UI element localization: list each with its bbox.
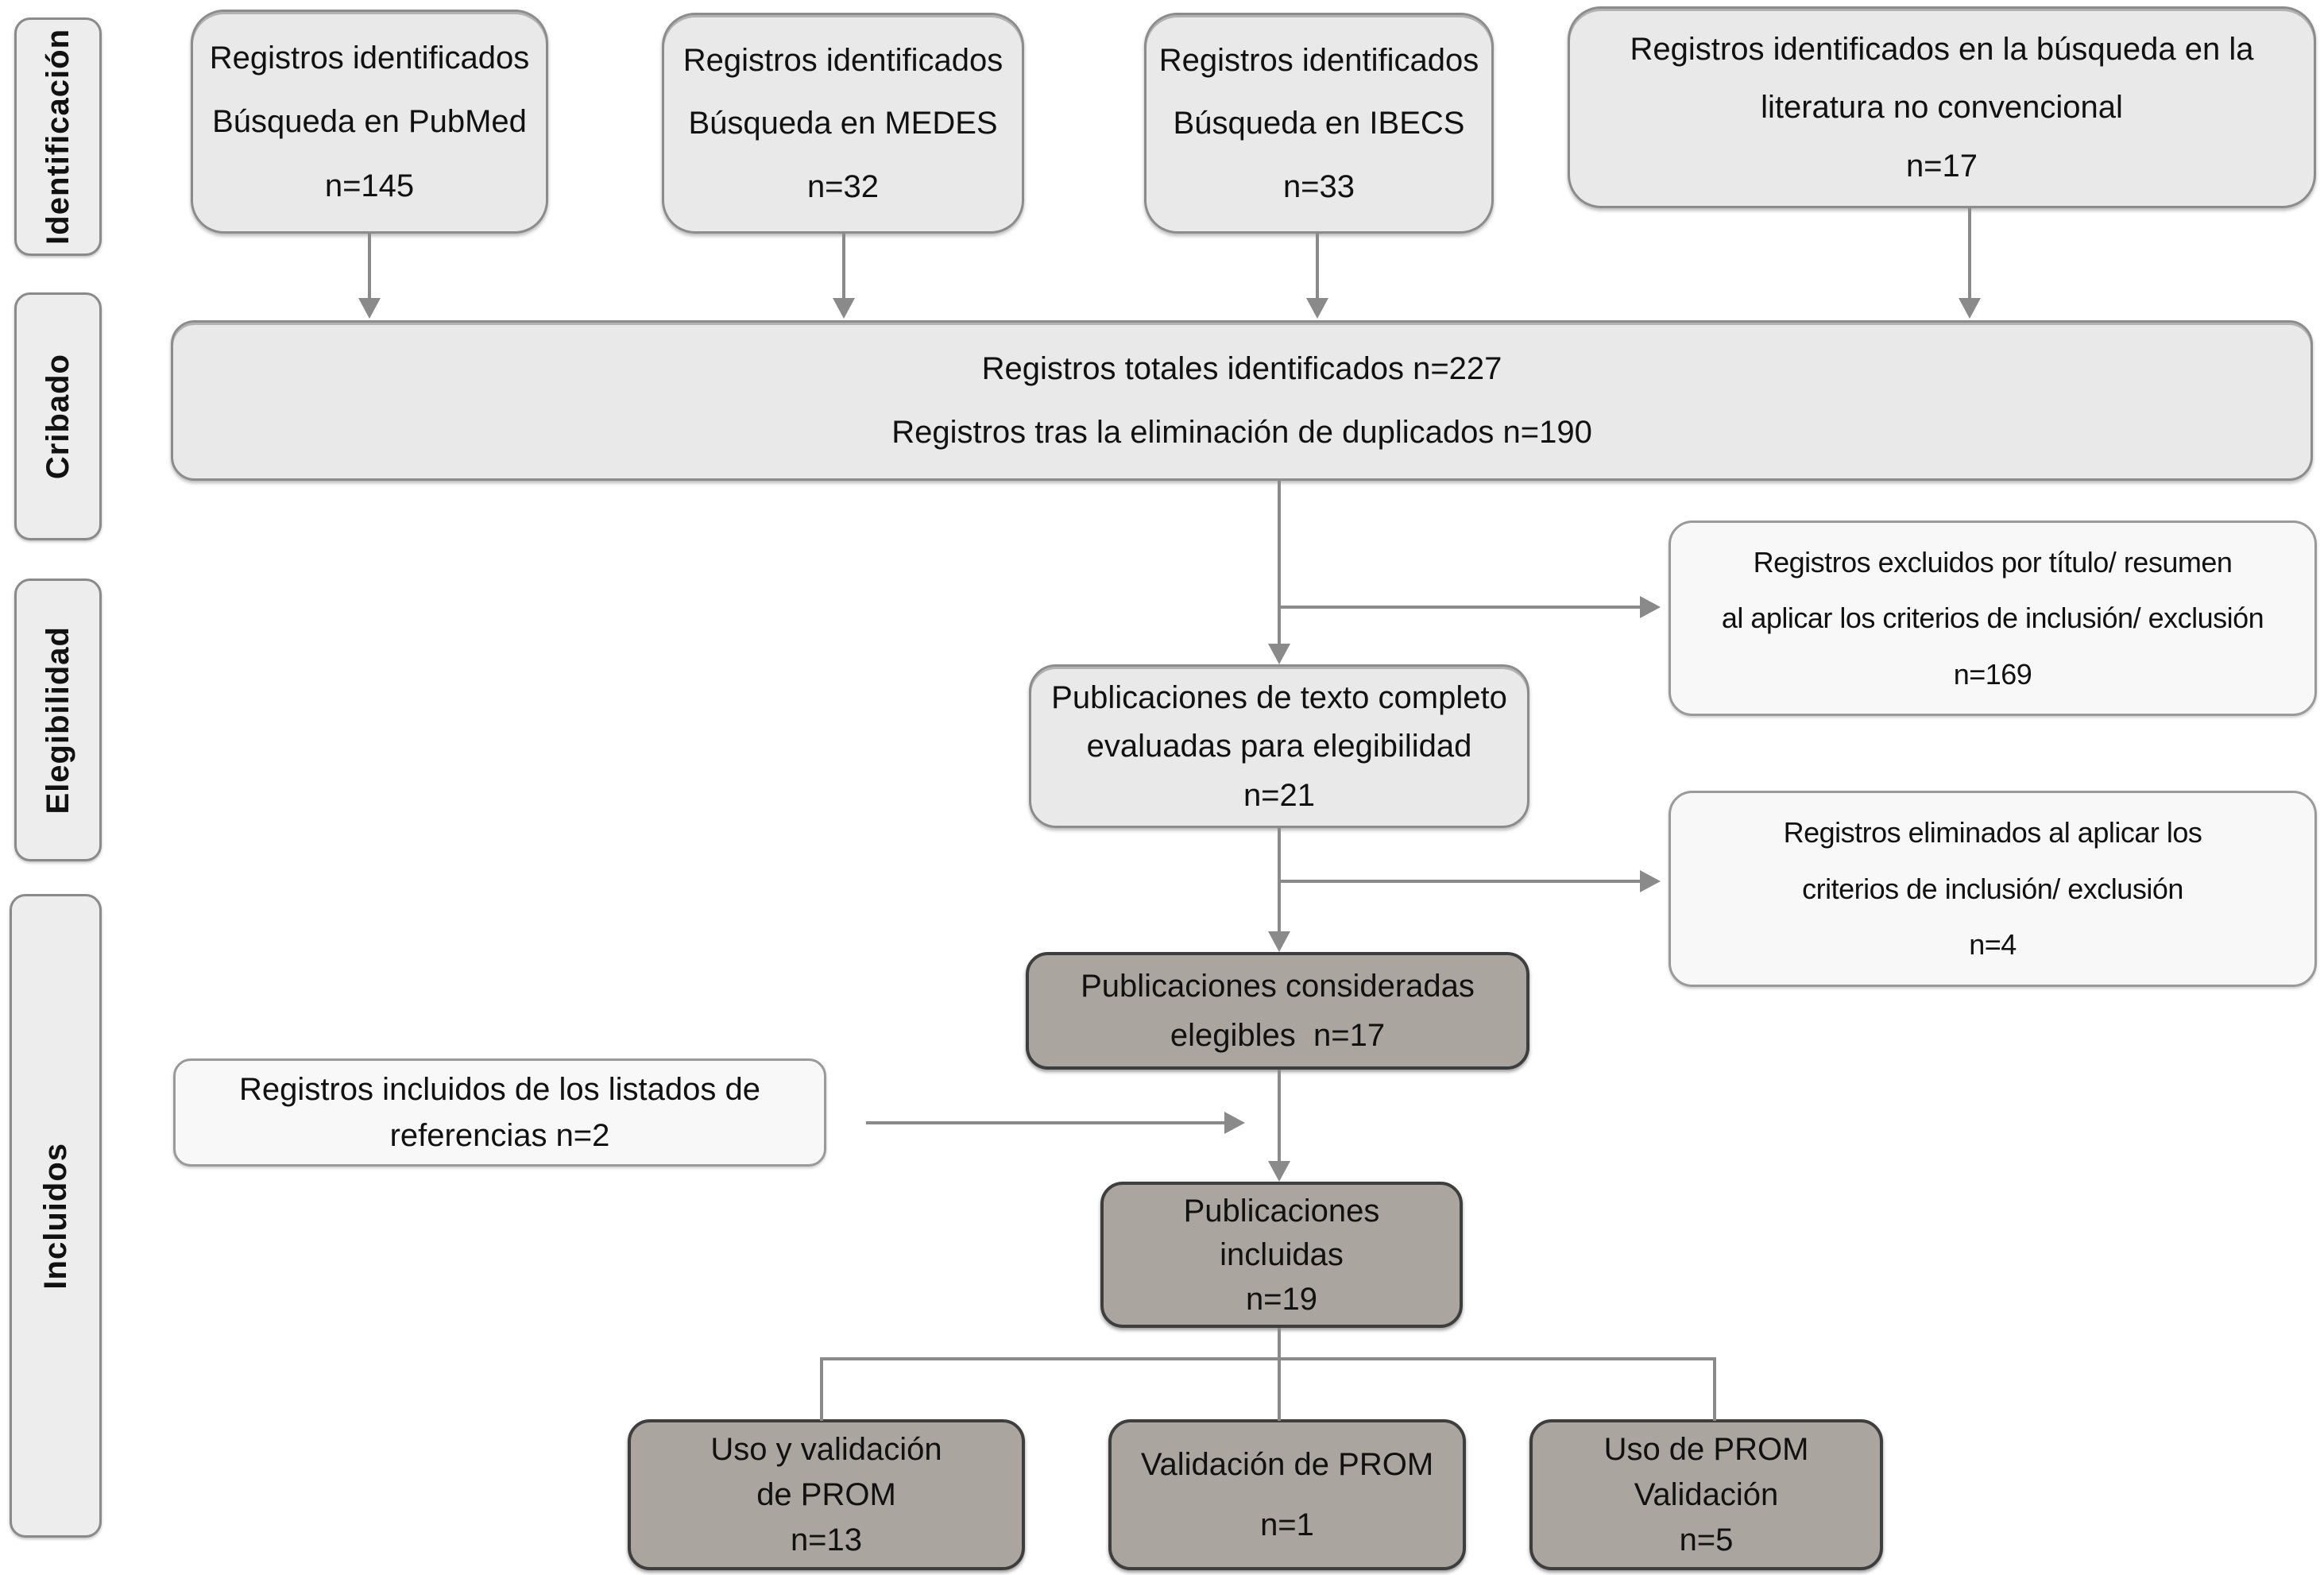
arrow-eligible-to-included [1278,1070,1281,1161]
node-line: literatura no convencional [1761,90,2123,125]
node-line: Uso y validación [710,1432,942,1467]
node-count: n=21 [1243,777,1316,813]
node-line: de PROM [756,1477,896,1512]
node-line: criterios de inclusión/ exclusión [1802,872,2183,905]
node-line: Búsqueda en IBECS [1173,106,1465,141]
node-line: Registros identificados [683,42,1003,78]
node-line: Validación de PROM [1140,1447,1434,1482]
stage-incluidos: Incluidos [10,894,102,1538]
node-line: Publicaciones de texto completo [1051,679,1507,715]
node-count: n=145 [324,168,415,203]
node-totals: Registros totales identificados n=227 Re… [171,320,2313,481]
node-eligible: Publicaciones consideradas elegibles n=1… [1026,952,1529,1070]
node-line: Publicaciones [1183,1193,1380,1229]
node-line: Registros totales identificados n=227 [981,350,1502,386]
stage-elegibilidad: Elegibilidad [14,579,102,861]
node-line: Registros eliminados al aplicar los [1783,816,2202,849]
node-line: Registros incluidos de los listados de [239,1071,760,1107]
arrow-references-to-included [866,1121,1224,1124]
node-fulltext-assessed: Publicaciones de texto completo evaluada… [1029,664,1529,828]
node-line: Registros identificados [209,40,530,75]
arrow-medes-to-totals [842,233,845,300]
arrowhead-down-icon [1268,931,1290,952]
line-included-to-splitter [1278,1328,1281,1360]
arrowhead-right-icon [1640,596,1661,618]
node-grey-literature: Registros identificados en la búsqueda e… [1568,6,2316,208]
node-count: n=17 [1905,148,1978,184]
node-line: Validación [1634,1477,1779,1512]
line-splitter-to-validation [1278,1357,1281,1421]
arrow-branch-to-removed [1279,880,1641,883]
arrowhead-down-icon [1268,1161,1290,1182]
arrowhead-down-icon [833,298,855,319]
node-line: evaluadas para elegibilidad [1086,729,1472,764]
arrowhead-down-icon [358,298,381,319]
arrow-greylit-to-totals [1968,208,1971,300]
node-line: incluidas [1220,1237,1344,1272]
node-reference-lists: Registros incluidos de los listados de r… [173,1058,826,1167]
node-count: n=33 [1282,168,1355,204]
node-count: n=13 [790,1523,863,1558]
node-count: n=32 [806,168,880,204]
arrowhead-right-icon [1640,870,1661,892]
line-splitter-to-use-and-validation [820,1357,823,1421]
node-use: Uso de PROM Validación n=5 [1529,1419,1883,1570]
arrow-ibecs-to-totals [1316,233,1319,300]
stage-label: Cribado [40,353,75,480]
node-line: Registros identificados en la búsqueda e… [1630,31,2254,67]
node-line: Registros tras la eliminación de duplica… [891,415,1592,451]
node-included: Publicaciones incluidas n=19 [1100,1182,1463,1328]
node-pubmed: Registros identificados Búsqueda en PubM… [191,10,548,234]
node-excluded-title-abstract: Registros excluidos por título/ resumen … [1669,520,2317,716]
node-count: n=5 [1679,1523,1734,1558]
arrowhead-down-icon [1306,298,1328,319]
node-count: n=19 [1245,1281,1318,1317]
line-splitter-to-use [1713,1357,1716,1421]
node-line: Búsqueda en PubMed [212,104,527,139]
line-splitter [820,1357,1716,1360]
node-count: n=1 [1260,1507,1314,1542]
node-removed-criteria: Registros eliminados al aplicar los crit… [1669,791,2317,987]
stage-label: Incluidos [37,1142,73,1290]
node-medes: Registros identificados Búsqueda en MEDE… [662,13,1024,234]
node-validation: Validación de PROM n=1 [1108,1419,1466,1570]
arrow-branch-to-excluded [1279,606,1641,609]
node-line: Registros identificados [1158,42,1479,78]
stage-label: Identificación [40,29,75,245]
node-line: Uso de PROM [1603,1432,1809,1467]
arrowhead-right-icon [1224,1112,1245,1134]
arrow-totals-to-fulltext [1278,481,1281,644]
arrowhead-down-icon [1959,298,1981,319]
node-line: al aplicar los criterios de inclusión/ e… [1721,602,2264,635]
node-line: Registros excluidos por título/ resumen [1753,545,2233,579]
stage-label: Elegibilidad [40,625,75,815]
node-line: Búsqueda en MEDES [688,106,998,141]
arrow-pubmed-to-totals [368,232,371,300]
node-count: n=4 [1969,928,2017,962]
node-ibecs: Registros identificados Búsqueda en IBEC… [1144,13,1494,234]
arrowhead-down-icon [1268,644,1290,664]
node-line: Publicaciones consideradas [1081,969,1475,1004]
node-line: elegibles n=17 [1170,1018,1386,1053]
node-use-and-validation: Uso y validación de PROM n=13 [628,1419,1025,1570]
node-line: referencias n=2 [389,1118,610,1154]
node-count: n=169 [1953,657,2032,691]
stage-cribado: Cribado [14,292,102,540]
stage-identificacion: Identificación [14,17,102,256]
